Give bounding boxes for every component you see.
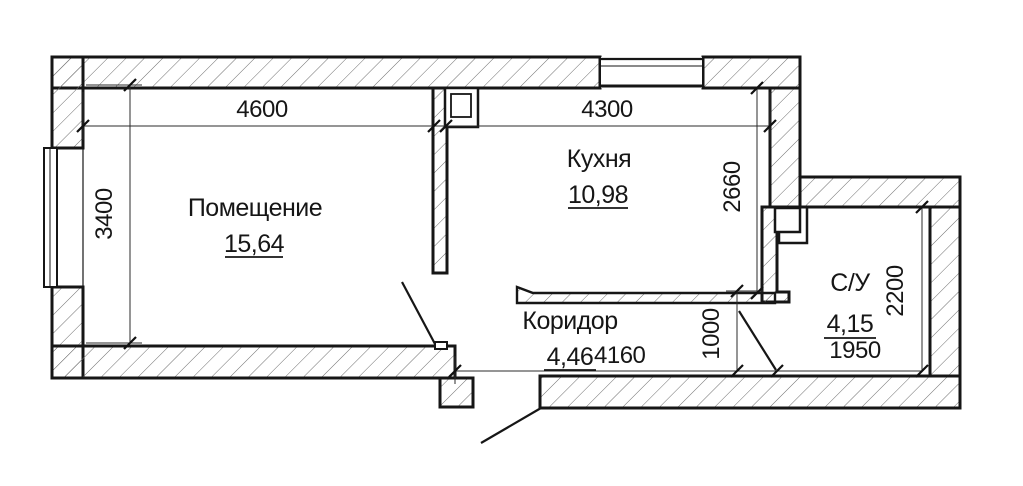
- vent-shaft-step-line: [777, 208, 809, 245]
- dimension-lines: [82, 84, 923, 384]
- window-opening: [600, 57, 703, 88]
- tick: [750, 81, 764, 95]
- dim-label-kitchen-width: 4300: [581, 96, 633, 123]
- dim-label-bath-door: 1000: [698, 308, 725, 360]
- dim-label-room-width: 4600: [236, 96, 288, 123]
- door-swing-bathroom: [738, 310, 777, 371]
- dim-label-bathroom-depth: 2200: [882, 265, 909, 317]
- partitions: [431, 86, 791, 305]
- tick: [76, 119, 90, 133]
- tick: [730, 364, 744, 378]
- tick: [750, 286, 764, 300]
- tick: [770, 364, 784, 378]
- dim-label-kitchen-depth: 2660: [719, 161, 746, 213]
- wall-pillar-entrance: [438, 376, 475, 409]
- room-name-kitchen: Кухня: [567, 145, 631, 173]
- room-area-kitchen: 10,98: [568, 181, 628, 209]
- room-name-pomeshchenie: Помещение: [188, 194, 322, 222]
- wall-bathroom-top: [798, 175, 962, 209]
- wall-bathroom-right: [928, 205, 962, 378]
- doors: [401, 281, 777, 444]
- room-area-bathroom: 4,15: [827, 310, 874, 338]
- tick: [915, 364, 929, 378]
- tick: [427, 119, 441, 133]
- partition-room-kitchen: [431, 86, 449, 275]
- window-top-kitchen: [599, 57, 704, 88]
- vent-shaft-inner: [450, 93, 472, 118]
- vent-shaft-kitchen: [443, 86, 480, 129]
- door-swing-room: [401, 281, 436, 345]
- partition-kitchen-corridor: [515, 285, 777, 305]
- room-area-pomeshchenie: 15,64: [224, 230, 285, 258]
- wall-kitchen-right: [768, 86, 802, 209]
- dim-label-corridor-length: 4160: [594, 342, 646, 369]
- dim-label-room-depth: 3400: [91, 188, 118, 240]
- vent-shaft-bathroom: [773, 206, 809, 245]
- wall-top-right: [701, 55, 802, 90]
- room-name-bathroom: С/У: [830, 269, 870, 297]
- window-left-room: [43, 147, 84, 288]
- door-swing-entrance: [480, 407, 542, 444]
- tick: [439, 119, 453, 133]
- dim-label-bathroom-width: 1950: [829, 337, 881, 364]
- room-name-corridor: Коридор: [522, 307, 617, 335]
- tick: [730, 284, 744, 298]
- door-jamb-room: [434, 341, 448, 350]
- vent-shaft-outer: [773, 206, 802, 234]
- wall-left-upper: [50, 55, 85, 150]
- tick: [123, 78, 137, 92]
- wall-top-left: [50, 55, 602, 90]
- room-area-corridor: 4,46: [547, 343, 594, 371]
- dimension-ticks: [76, 78, 929, 378]
- wall-bottom-right: [538, 374, 962, 410]
- tick: [915, 200, 929, 214]
- tick: [763, 119, 777, 133]
- outer-walls: [50, 55, 962, 410]
- wall-bottom-left: [50, 344, 457, 380]
- tick: [448, 364, 462, 378]
- dimension-labels: 4600 4300 3400 2660 2200 1000 4160 1950: [91, 96, 909, 369]
- tick: [123, 336, 137, 350]
- room-labels: Помещение 15,64 Кухня 10,98 Коридор 4,46…: [188, 145, 876, 371]
